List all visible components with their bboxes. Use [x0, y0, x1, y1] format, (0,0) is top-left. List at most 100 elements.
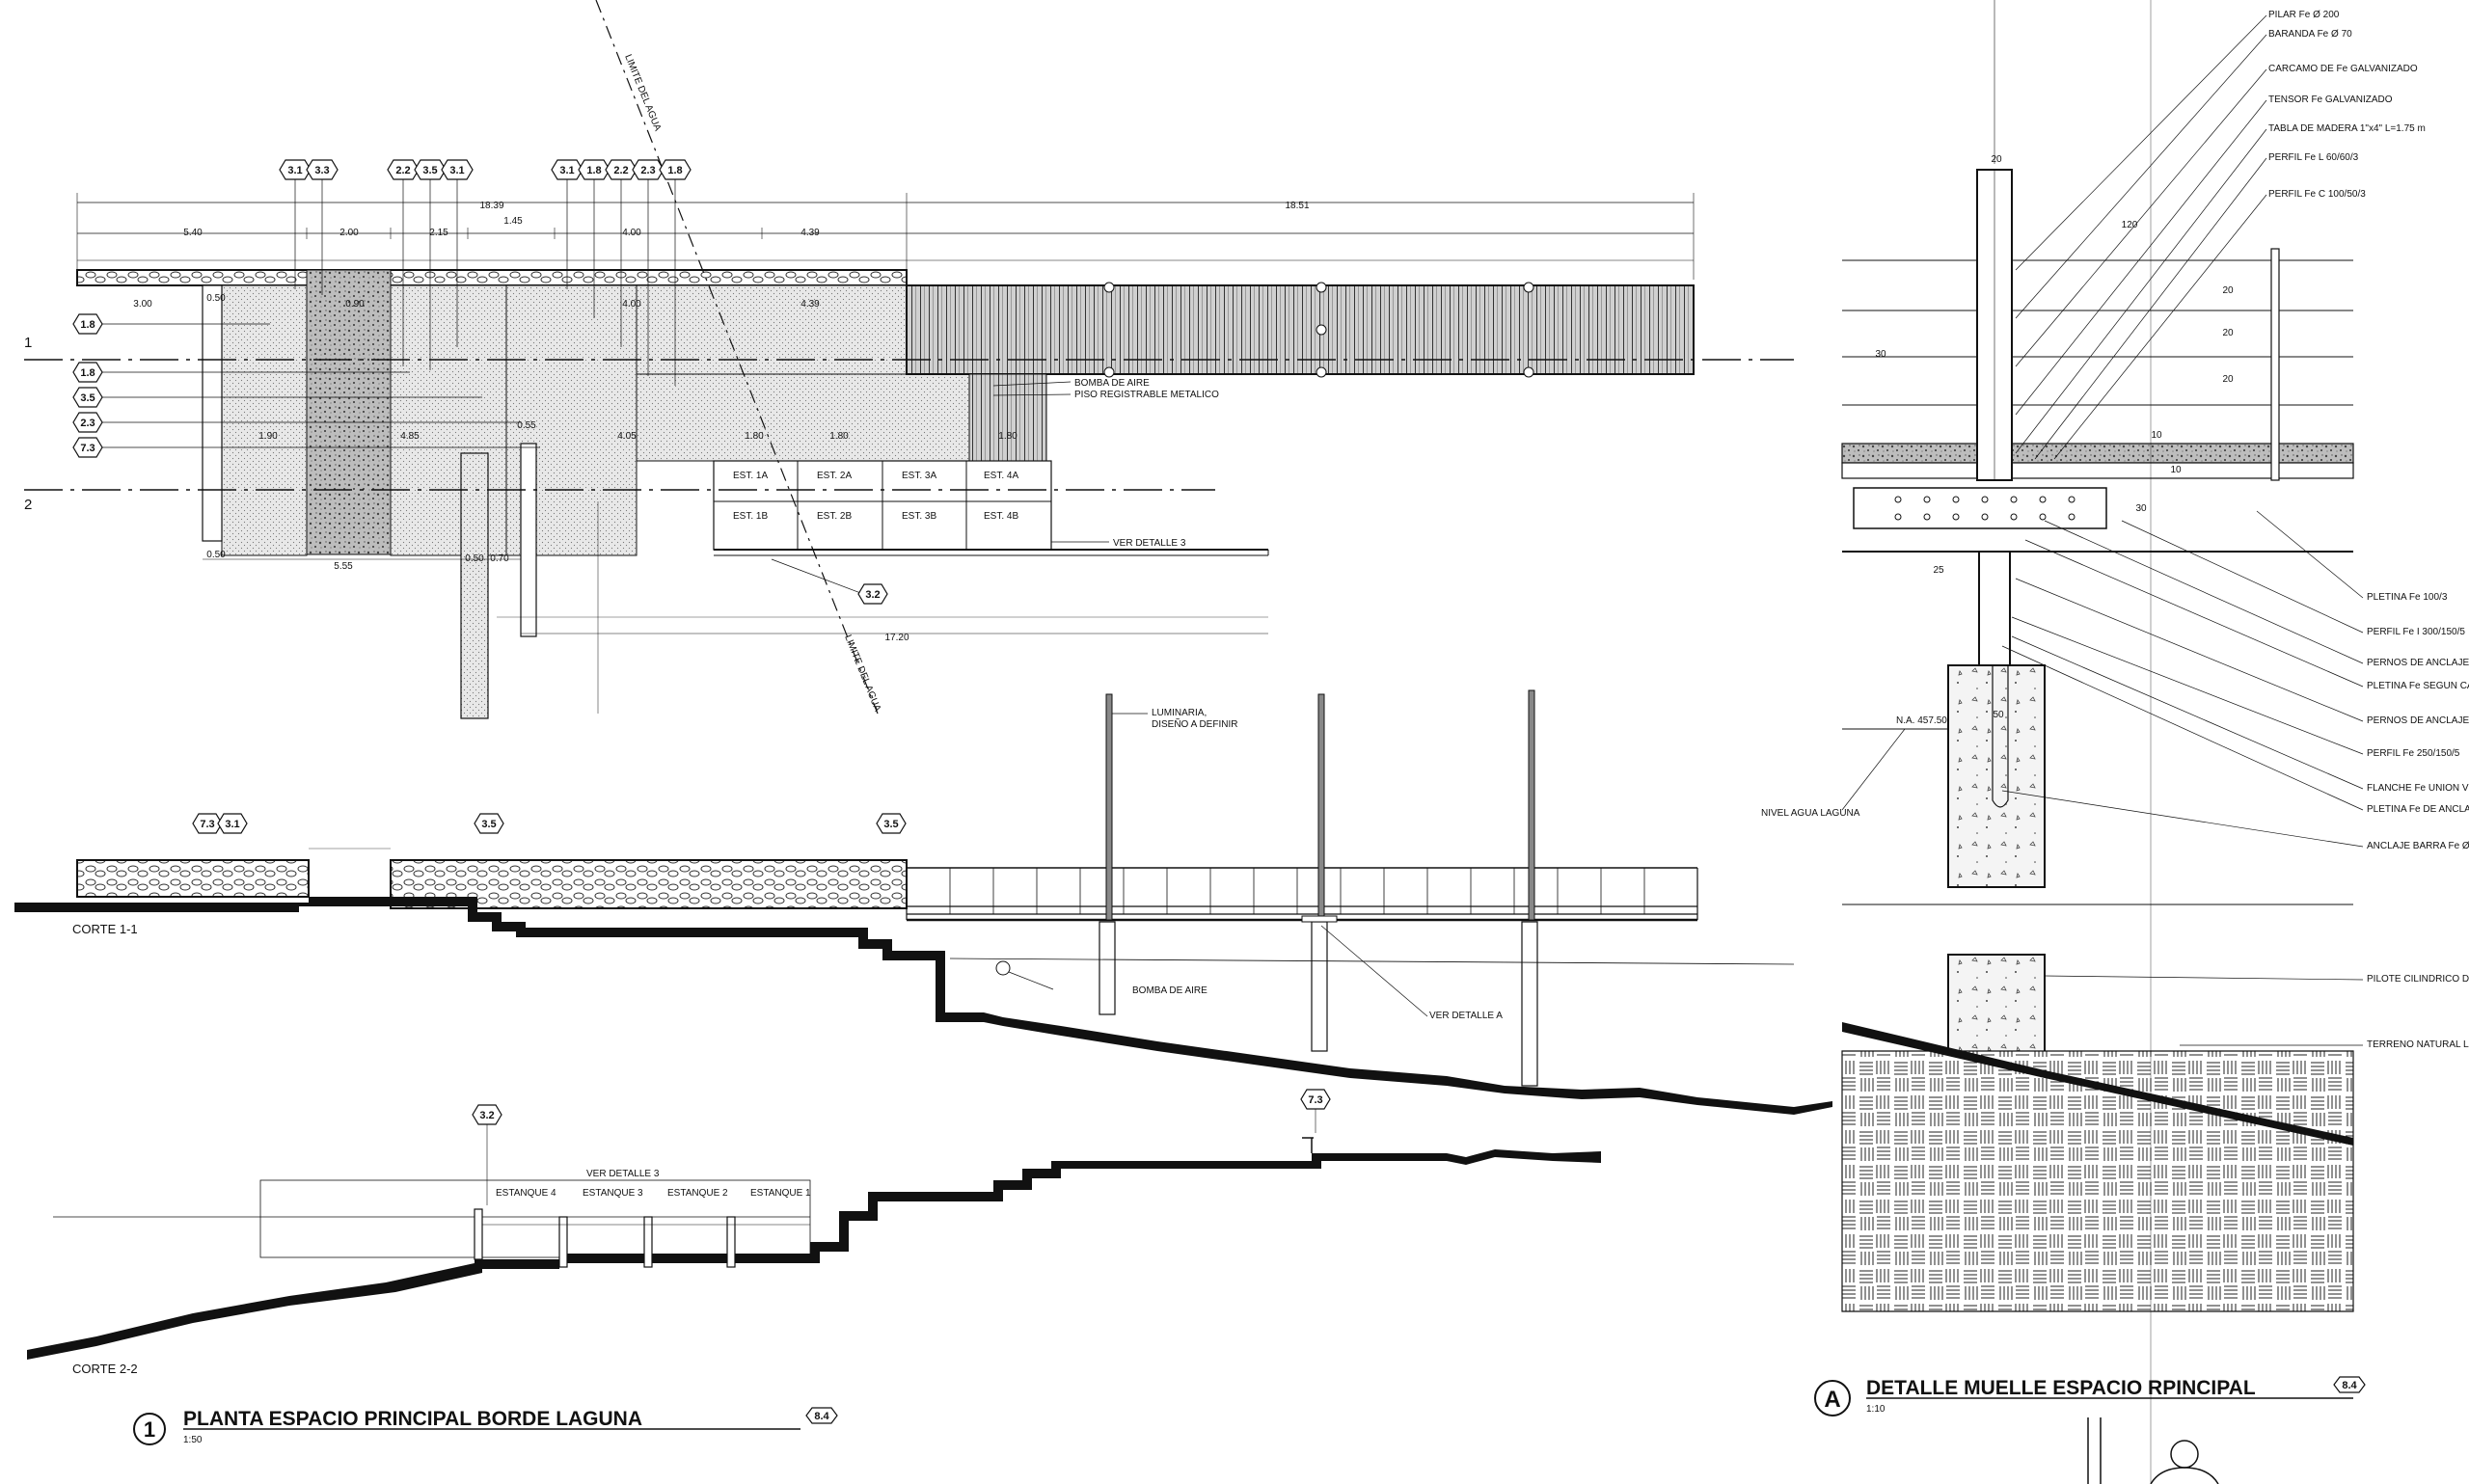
bubble-label: 7.3: [200, 819, 214, 830]
section-line-2-label: 2: [24, 497, 32, 513]
bubble-label: 3.3: [314, 165, 329, 176]
dim-text: 1.80: [829, 431, 849, 442]
bubble-hex: [578, 159, 610, 180]
bubble-label: 3.2: [479, 1110, 494, 1121]
bubble-label: 1.8: [80, 319, 95, 331]
bubble-label: 2.3: [640, 165, 655, 176]
dim-text: 2.15: [429, 228, 448, 238]
detail-label: PLETINA Fe SEGUN CALCULO: [2367, 681, 2469, 691]
dim-text: 2.00: [339, 228, 359, 238]
dim-text: 0.70: [490, 553, 509, 564]
bubble-label: 3.5: [422, 165, 437, 176]
plan-sheet: 8.4: [814, 1411, 829, 1422]
plan-section-bubbles: 3.1 3.3 2.2 3.5 3.1 3.1 1.8 2.2 2.3 1.8: [279, 159, 692, 180]
bubble-hex: [441, 159, 474, 180]
section-1-1-annotations: CORTE 1-1 7.3 3.1 3.5 3.5 LUMINARIA, DIS…: [72, 708, 1503, 1021]
dim-text: 4.05: [617, 431, 637, 442]
detail-dim: 10: [2151, 430, 2162, 441]
plan-title: PLANTA ESPACIO PRINCIPAL BORDE LAGUNA: [183, 1408, 642, 1430]
water-level-label: NIVEL AGUA LAGUNA: [1761, 808, 1860, 819]
detail-label: BARANDA Fe Ø 70: [2268, 29, 2352, 40]
dim-text: 1.80: [745, 431, 764, 442]
sheet-tag: [2333, 1376, 2366, 1393]
person-figure: [2087, 1417, 2219, 1484]
dim-text: 4.39: [800, 299, 820, 310]
dim-text: 0.50: [206, 293, 226, 304]
detail-label: PERFIL Fe I 300/150/5: [2367, 627, 2465, 637]
bubble-label: 1.8: [667, 165, 682, 176]
tank-label: EST. 3B: [902, 511, 936, 522]
bubble-hex: [632, 159, 665, 180]
level-mark: N.A. 457.50: [1896, 715, 1947, 726]
bubble-label: 1.8: [586, 165, 601, 176]
tank-label: EST. 3A: [902, 471, 936, 481]
tank-label: EST. 1B: [733, 511, 768, 522]
bubble-hex: [387, 159, 420, 180]
detail-label: PILAR Fe Ø 200: [2268, 10, 2340, 20]
detail-label: CARCAMO DE Fe GALVANIZADO: [2268, 64, 2418, 74]
bubble-hex: [306, 159, 339, 180]
detail-label: PERFIL Fe L 60/60/3: [2268, 152, 2359, 163]
sheet-tag: [805, 1407, 838, 1424]
plan-view: [24, 0, 1794, 719]
section-1-1-title: CORTE 1-1: [72, 922, 138, 936]
dim-text: 0.50: [206, 550, 226, 560]
plan-number: 1: [144, 1417, 155, 1442]
bubble-hex: [876, 813, 907, 834]
luminaria-label: LUMINARIA,: [1152, 708, 1207, 718]
detail-label: PERFIL Fe C 100/50/3: [2268, 189, 2366, 200]
bubble-label: 2.2: [395, 165, 410, 176]
callout-3-2-label: 3.2: [865, 589, 880, 601]
bubble-hex: [72, 412, 103, 433]
detail-label: TENSOR Fe GALVANIZADO: [2268, 94, 2393, 105]
detail-label: PLETINA Fe DE ANCLAJE e=10 mm: [2367, 804, 2469, 815]
bubble-hex: [474, 813, 504, 834]
see-detail-label: VER DETALLE 3: [1113, 538, 1186, 549]
section-2-2-annotations: CORTE 2-2 3.2 7.3 VER DETALLE 3 ESTANQUE…: [72, 1089, 1331, 1376]
dim-text: 5.55: [334, 561, 353, 572]
dim-text: 4.00: [622, 299, 641, 310]
bubble-label: 3.5: [481, 819, 496, 830]
detail-letter-circle: [1814, 1380, 1851, 1417]
detail-a: [1841, 0, 2364, 1484]
bubble-label: 7.3: [80, 443, 95, 454]
detail-sheet: 8.4: [2342, 1380, 2357, 1391]
bubble-label: 3.1: [559, 165, 574, 176]
luminaria-label: DISEÑO A DEFINIR: [1152, 717, 1237, 730]
detail-dim: 50: [1993, 710, 2004, 720]
plan-title-block: 1 PLANTA ESPACIO PRINCIPAL BORDE LAGUNA …: [133, 1407, 838, 1445]
water-limit-label: LIMITE DEL AGUA: [842, 634, 882, 714]
tank-label: ESTANQUE 2: [667, 1188, 728, 1199]
section-line-1-label: 1: [24, 335, 32, 351]
detail-label: FLANCHE Fe UNION VIGA e= 10 mm: [2367, 783, 2469, 794]
tank-label: EST. 2B: [817, 511, 852, 522]
tank-label: ESTANQUE 4: [496, 1188, 556, 1199]
dim-text: 0.55: [517, 420, 536, 431]
detail-a-annotations: PILAR Fe Ø 200 BARANDA Fe Ø 70 CARCAMO D…: [1761, 10, 2469, 1050]
bubble-label: 3.5: [80, 392, 95, 404]
plan-scale: 1:50: [183, 1435, 203, 1445]
dim-text: 0.50: [465, 553, 484, 564]
plan-number-circle: [133, 1413, 166, 1445]
bubble-label: 3.5: [883, 819, 898, 830]
section-1-1: [14, 689, 1832, 1115]
detail-dim: 30: [1875, 349, 1886, 360]
detail-dim: 20: [1991, 154, 2002, 165]
bubble-hex: [72, 387, 103, 408]
detail-scale: 1:10: [1866, 1404, 1886, 1415]
detail-label: ANCLAJE BARRA Fe Ø 16: [2367, 841, 2469, 851]
detail-dim: 25: [1933, 565, 1944, 576]
detail-dim: 120: [2122, 220, 2138, 230]
bubble-label: 2.3: [80, 418, 95, 429]
detail-label: TERRENO NATURAL LAGUNA: [2367, 1039, 2469, 1050]
detail-label: PLETINA Fe 100/3: [2367, 592, 2448, 603]
bubble-hex: [72, 362, 103, 383]
bubble-hex: [72, 437, 103, 458]
bubble-hex: [279, 159, 312, 180]
bubble-label: 3.1: [287, 165, 302, 176]
bubble-label: 3.1: [225, 819, 239, 830]
dim-text: 4.00: [622, 228, 641, 238]
detail-dim: 20: [2222, 285, 2234, 296]
bubble-hex: [659, 159, 692, 180]
